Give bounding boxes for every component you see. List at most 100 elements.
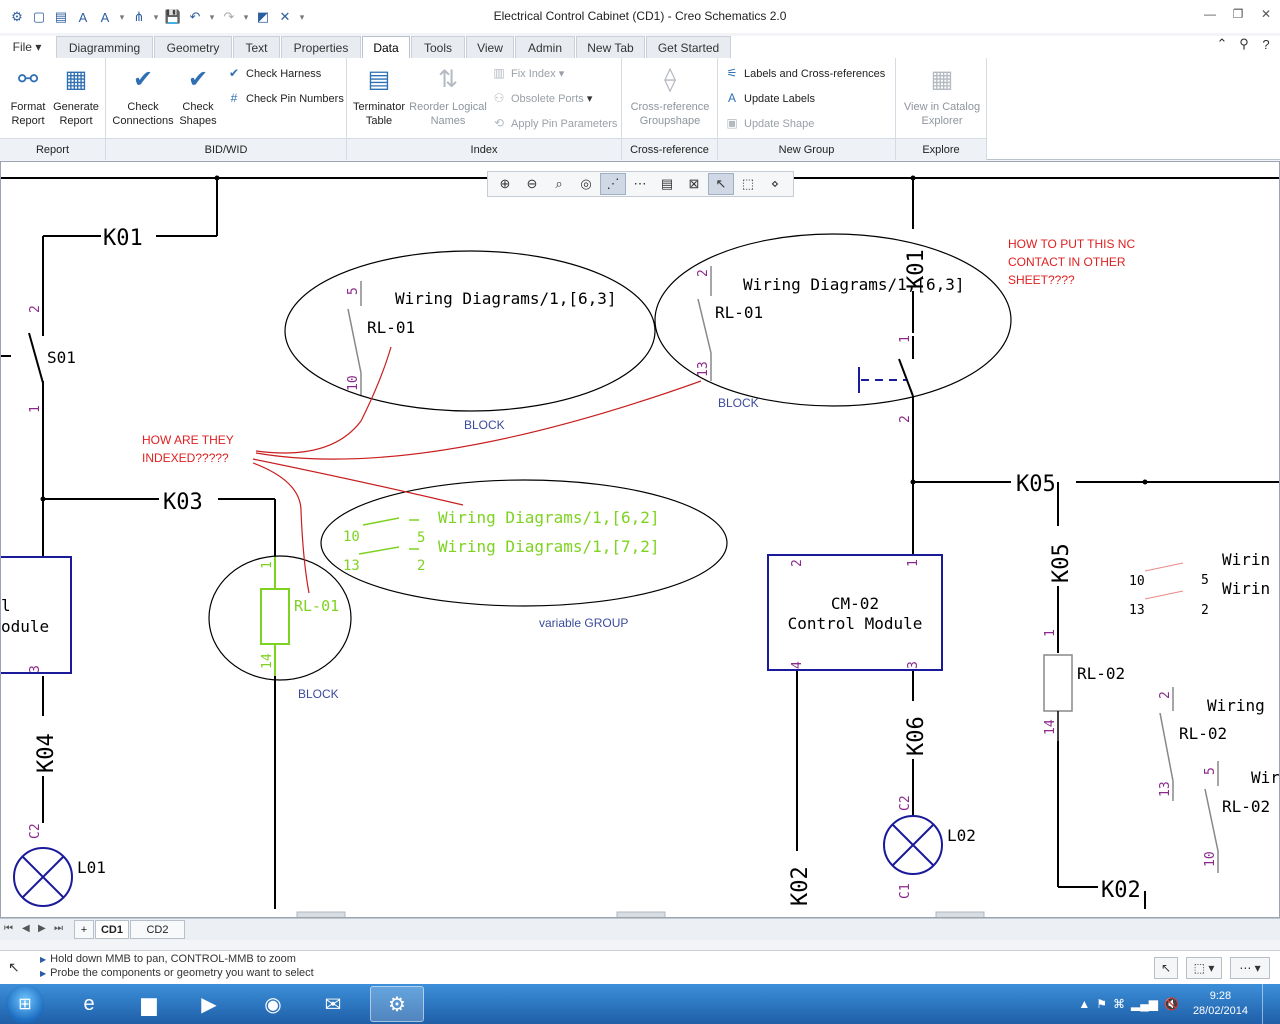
wire-label-k06[interactable]: K06 bbox=[904, 716, 929, 756]
terminator-table-button[interactable]: ▤ Terminator Table bbox=[349, 62, 409, 128]
zoom-out-icon[interactable]: ⊖ bbox=[526, 176, 538, 191]
tab-get-started[interactable]: Get Started bbox=[646, 36, 731, 58]
switch-s01-label[interactable]: S01 bbox=[47, 348, 76, 367]
last-sheet-icon[interactable]: ⏭ bbox=[54, 923, 63, 934]
select-filter-icon[interactable]: ⬚ ▾ bbox=[1186, 957, 1222, 979]
text-icon[interactable]: A bbox=[78, 9, 88, 25]
check-shapes-button[interactable]: ✔ Check Shapes bbox=[170, 62, 226, 128]
media-player-icon[interactable]: ▶ bbox=[201, 993, 217, 1016]
dropdown-arrow-icon[interactable]: ▾ bbox=[119, 11, 125, 22]
refit-icon[interactable]: ◎ bbox=[580, 176, 592, 191]
select-mode-icon[interactable]: ↖ bbox=[1154, 957, 1178, 979]
tab-tools[interactable]: Tools bbox=[411, 36, 465, 58]
show-desktop-button[interactable] bbox=[1262, 984, 1272, 1024]
split-handles[interactable] bbox=[296, 911, 985, 918]
sheet-tab-cd1[interactable]: CD1 bbox=[95, 920, 129, 939]
cm02-control-module[interactable]: CM-02 Control Module bbox=[767, 554, 943, 671]
xref-wirin-1[interactable]: Wirin bbox=[1222, 550, 1270, 569]
schematic-drawing[interactable]: K01 K03 K05 K02 K04 K05 K06 K02 K01 S01 … bbox=[1, 162, 1280, 918]
tab-view[interactable]: View bbox=[466, 36, 514, 58]
tab-admin[interactable]: Admin bbox=[515, 36, 575, 58]
restore-icon[interactable]: ❐ bbox=[1232, 7, 1244, 21]
rl02-contact-label-1[interactable]: RL-02 bbox=[1179, 724, 1227, 743]
creo-schematics-icon[interactable]: ⚙ bbox=[370, 986, 424, 1022]
rl01-contact-label-2[interactable]: RL-01 bbox=[715, 303, 763, 322]
rl02-contact-label-2[interactable]: RL-02 bbox=[1222, 797, 1270, 816]
sheet-tab-cd2[interactable]: CD2 bbox=[130, 920, 185, 939]
xref-wd-6-3-b[interactable]: Wiring Diagrams/1,[6,3] bbox=[743, 275, 965, 294]
tab-new-tab[interactable]: New Tab bbox=[576, 36, 645, 58]
show-hidden-icons-icon[interactable]: ▲ bbox=[1078, 997, 1091, 1011]
rl02-coil[interactable]: RL-02 bbox=[1043, 654, 1125, 741]
tab-data[interactable]: Data bbox=[362, 36, 410, 58]
generate-report-button[interactable]: ▦ Generate Report bbox=[48, 62, 104, 128]
network-icon[interactable]: ⌘ bbox=[1113, 997, 1126, 1011]
undo-icon[interactable]: ↶ bbox=[189, 9, 201, 24]
open-icon[interactable]: ▤ bbox=[54, 9, 68, 24]
wire-label-k05[interactable]: K05 bbox=[1016, 472, 1056, 497]
minimize-icon[interactable]: — bbox=[1204, 7, 1216, 21]
xref-wiring-3[interactable]: Wiring bbox=[1207, 696, 1265, 715]
file-explorer-icon[interactable]: ▆ bbox=[141, 993, 157, 1016]
flag-icon[interactable]: ⚑ bbox=[1096, 997, 1108, 1011]
customize-toolbar-icon[interactable]: ▾ bbox=[299, 11, 305, 22]
xref-wirin-2[interactable]: Wirin bbox=[1222, 579, 1270, 598]
internet-explorer-icon[interactable]: e bbox=[83, 992, 95, 1015]
schematic-canvas[interactable]: K01 K03 K05 K02 K04 K05 K06 K02 K01 S01 … bbox=[0, 161, 1280, 918]
tab-properties[interactable]: Properties bbox=[281, 36, 361, 58]
first-sheet-icon[interactable]: ⏮ bbox=[4, 923, 13, 934]
wire-label-k01[interactable]: K01 bbox=[103, 226, 143, 251]
help-icon[interactable]: ? bbox=[1262, 36, 1270, 52]
view-in-catalog-explorer-button[interactable]: ▦ View in Catalog Explorer bbox=[900, 62, 984, 128]
lamp-l02[interactable]: L02 bbox=[883, 815, 976, 875]
check-harness-button[interactable]: ✔Check Harness bbox=[226, 64, 321, 82]
check-pin-numbers-button[interactable]: #Check Pin Numbers bbox=[226, 89, 344, 107]
clock[interactable]: 9:28 28/02/2014 bbox=[1185, 989, 1256, 1019]
zoom-window-icon[interactable]: ⌕ bbox=[555, 176, 563, 191]
pointer-icon[interactable]: ↖ bbox=[8, 959, 20, 975]
labels-and-cross-references-button[interactable]: ⚟Labels and Cross-references bbox=[724, 64, 886, 82]
font-icon[interactable]: A bbox=[100, 9, 110, 25]
signal-icon[interactable]: ▂▄▆ bbox=[1131, 997, 1158, 1011]
outlook-icon[interactable]: ✉ bbox=[324, 993, 342, 1016]
app-icon[interactable]: ⚙ bbox=[11, 9, 23, 24]
wire-label-k05-vertical[interactable]: K05 bbox=[1049, 543, 1074, 583]
close-icon[interactable]: ✕ bbox=[1260, 7, 1272, 21]
wire-label-k04[interactable]: K04 bbox=[34, 733, 59, 773]
wire-label-k02[interactable]: K02 bbox=[1101, 878, 1141, 903]
minimize-ribbon-icon[interactable]: ⌃ bbox=[1216, 36, 1228, 51]
file-menu[interactable]: File ▾ bbox=[4, 36, 50, 58]
wire-label-k02-vertical[interactable]: K02 bbox=[788, 866, 813, 906]
lamp-l01[interactable]: L01 bbox=[13, 847, 106, 907]
next-sheet-icon[interactable]: ▶ bbox=[38, 923, 46, 934]
tab-diagramming[interactable]: Diagramming bbox=[56, 36, 153, 58]
wire-label-k01-vertical[interactable]: K01 bbox=[904, 249, 929, 289]
start-button[interactable]: ⊞ bbox=[6, 985, 44, 1023]
update-shape-button[interactable]: ▣Update Shape bbox=[724, 114, 814, 132]
rl01-contact-right[interactable] bbox=[697, 266, 712, 381]
chrome-icon[interactable]: ◉ bbox=[264, 993, 282, 1016]
xref-wd-6-3[interactable]: Wiring Diagrams/1,[6,3] bbox=[395, 289, 617, 308]
connect-icon[interactable]: ⋔ bbox=[133, 9, 145, 24]
grid-display-icon[interactable]: ⋰ bbox=[600, 173, 626, 195]
new-icon[interactable]: ▢ bbox=[32, 9, 46, 24]
redo-icon[interactable]: ↷ bbox=[223, 9, 235, 24]
ratsnest-icon[interactable]: ⊠ bbox=[688, 176, 700, 191]
dropdown-arrow-icon[interactable]: ▾ bbox=[209, 11, 215, 22]
window-icon[interactable]: ◩ bbox=[256, 9, 270, 24]
tab-text[interactable]: Text bbox=[233, 36, 280, 58]
variable-group-xref[interactable]: Wiring Diagrams/1,[6,2] Wiring Diagrams/… bbox=[343, 508, 660, 574]
select-pointer-icon[interactable]: ↖ bbox=[708, 173, 734, 195]
control-module-partial[interactable]: l odule bbox=[1, 556, 72, 674]
zoom-in-icon[interactable]: ⊕ bbox=[499, 176, 511, 191]
select-connect-icon[interactable]: ⋄ bbox=[770, 176, 780, 191]
snap-icon[interactable]: ⋯ bbox=[633, 176, 647, 191]
add-sheet-button[interactable]: + bbox=[74, 920, 94, 939]
select-box-icon[interactable]: ⬚ bbox=[741, 176, 755, 191]
dropdown-arrow-icon[interactable]: ▾ bbox=[243, 11, 249, 22]
xref-wir-4[interactable]: Wir bbox=[1251, 768, 1280, 787]
search-icon[interactable]: ⚲ bbox=[1239, 36, 1249, 51]
format-report-button[interactable]: ⚯ Format Report bbox=[0, 62, 56, 128]
rl01-contact-left[interactable] bbox=[347, 281, 362, 395]
